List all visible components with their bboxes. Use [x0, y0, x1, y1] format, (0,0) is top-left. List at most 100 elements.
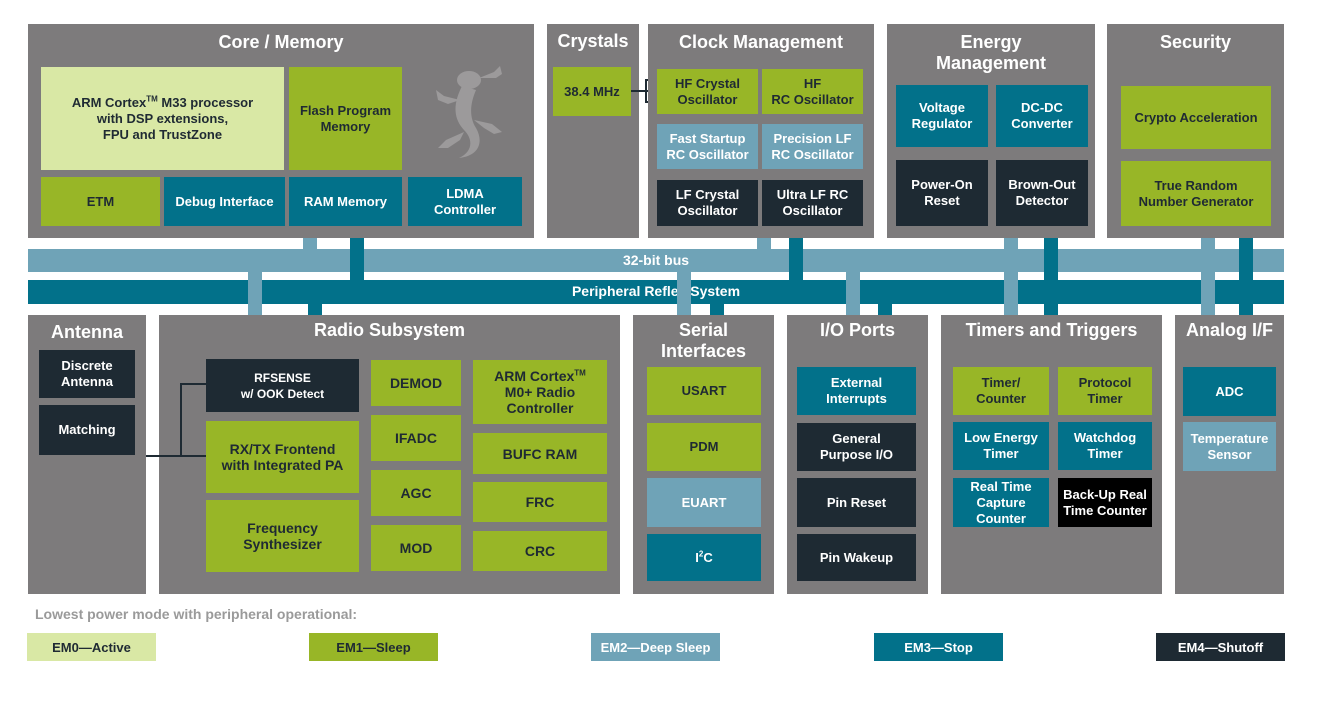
crystal-connector-line: [645, 79, 647, 103]
etm: ETM: [41, 177, 160, 226]
i2c-label-pre: I: [695, 549, 699, 565]
legend-em4: EM4—Shutoff: [1156, 633, 1285, 661]
connector: [1004, 272, 1018, 315]
hf-rc-oscillator: HF RC Oscillator: [762, 69, 863, 114]
arm-cortex-m0-radio-controller: ARM CortexTM M0+ Radio Controller: [473, 360, 607, 424]
connector: [789, 238, 803, 280]
precision-lf-rc-oscillator: Precision LF RC Oscillator: [762, 124, 863, 169]
panel-title: Clock Management: [678, 32, 844, 52]
cpu-label-post: M33 processor with DSP extensions, FPU a…: [96, 94, 254, 142]
connector: [757, 238, 771, 249]
legend-title: Lowest power mode with peripheral operat…: [35, 606, 358, 622]
cpu-label: ARM CortexTM M33 processor with DSP exte…: [72, 95, 253, 143]
timer-counter: Timer/ Counter: [953, 367, 1049, 415]
prs-label: Peripheral Reflex System: [571, 283, 741, 299]
debug-interface: Debug Interface: [164, 177, 285, 226]
antenna-connector-line: [180, 383, 182, 456]
protocol-timer: Protocol Timer: [1058, 367, 1152, 415]
crypto-acceleration: Crypto Acceleration: [1121, 86, 1271, 149]
pin-wakeup: Pin Wakeup: [797, 534, 916, 581]
ldma-controller: LDMA Controller: [408, 177, 522, 226]
legend-em0: EM0—Active: [27, 633, 156, 661]
panel-title: Security: [1159, 32, 1232, 52]
panel-title: Antenna: [51, 322, 123, 342]
true-random-number-generator: True Random Number Generator: [1121, 161, 1271, 226]
watchdog-timer: Watchdog Timer: [1058, 422, 1152, 470]
power-on-reset: Power-On Reset: [896, 160, 988, 226]
agc: AGC: [371, 470, 461, 516]
back-up-real-time-counter: Back-Up Real Time Counter: [1058, 478, 1152, 527]
i2c-label-sup: 2: [698, 549, 704, 559]
antenna-connector-line: [146, 455, 206, 457]
temperature-sensor: Temperature Sensor: [1183, 422, 1276, 471]
i2c-label-post: C: [703, 549, 713, 565]
matching: Matching: [39, 405, 135, 455]
m0-label: ARM CortexTM M0+ Radio Controller: [494, 368, 586, 416]
crc: CRC: [473, 531, 607, 571]
adc: ADC: [1183, 367, 1276, 416]
crystals-panel: Crystals: [547, 24, 639, 238]
connector: [1201, 272, 1215, 315]
bufc-ram: BUFC RAM: [473, 433, 607, 474]
connector: [1201, 238, 1215, 249]
real-time-capture-counter: Real Time Capture Counter: [953, 478, 1049, 527]
panel-title: Timers and Triggers: [965, 320, 1138, 340]
panel-title: I/O Ports: [819, 320, 895, 340]
panel-title: Energy Management: [935, 32, 1047, 73]
crystal-connector-line: [631, 90, 657, 92]
ultra-lf-rc-oscillator: Ultra LF RC Oscillator: [762, 180, 863, 226]
antenna-connector-line: [180, 383, 206, 385]
general-purpose-io: General Purpose I/O: [797, 423, 916, 471]
i2c: I2C: [647, 534, 761, 581]
i2c-label: I2C: [695, 550, 712, 566]
peripheral-reflex-system: Peripheral Reflex System: [28, 280, 1284, 304]
ifadc: IFADC: [371, 415, 461, 461]
connector: [710, 304, 724, 315]
fast-startup-rc-oscillator: Fast Startup RC Oscillator: [657, 124, 758, 169]
cpu-label-pre: ARM Cortex: [71, 94, 147, 110]
lf-crystal-oscillator: LF Crystal Oscillator: [657, 180, 758, 226]
ram-memory: RAM Memory: [289, 177, 402, 226]
arm-cortex-m33-processor: ARM CortexTM M33 processor with DSP exte…: [41, 67, 284, 170]
32-bit-bus-label: 32-bit bus: [622, 252, 690, 268]
connector: [308, 304, 322, 315]
connector: [1044, 304, 1058, 315]
connector: [1044, 238, 1058, 280]
rfsense-ook-detect: RFSENSE w/ OOK Detect: [206, 359, 359, 412]
pdm: PDM: [647, 423, 761, 471]
cpu-label-tm: TM: [146, 94, 158, 104]
connector: [846, 272, 860, 315]
m0-label-pre: ARM Cortex: [494, 368, 575, 384]
connector: [1239, 304, 1253, 315]
hf-crystal-oscillator: HF Crystal Oscillator: [657, 69, 758, 114]
32-bit-bus: 32-bit bus: [28, 249, 1284, 272]
demod: DEMOD: [371, 360, 461, 406]
low-energy-timer: Low Energy Timer: [953, 422, 1049, 470]
external-interrupts: External Interrupts: [797, 367, 916, 415]
gecko-logo-icon: [436, 66, 502, 158]
connector: [303, 238, 317, 249]
usart: USART: [647, 367, 761, 415]
pin-reset: Pin Reset: [797, 478, 916, 527]
m0-label-post: M0+ Radio Controller: [504, 384, 576, 416]
legend-em3: EM3—Stop: [874, 633, 1003, 661]
euart: EUART: [647, 478, 761, 527]
m0-label-tm: TM: [574, 368, 586, 378]
frequency-synthesizer: Frequency Synthesizer: [206, 500, 359, 572]
flash-program-memory: Flash Program Memory: [289, 67, 402, 170]
panel-title: Serial Interfaces: [660, 320, 747, 361]
panel-title: Analog I/F: [1186, 320, 1273, 340]
crystal-38-4-mhz: 38.4 MHz: [553, 67, 631, 116]
rx-tx-frontend: RX/TX Frontend with Integrated PA: [206, 421, 359, 493]
mod: MOD: [371, 525, 461, 571]
brown-out-detector: Brown-Out Detector: [996, 160, 1088, 226]
panel-title: Radio Subsystem: [313, 320, 466, 340]
connector: [248, 272, 262, 315]
connector: [1004, 238, 1018, 249]
frc: FRC: [473, 482, 607, 522]
legend-em1: EM1—Sleep: [309, 633, 438, 661]
legend-em2: EM2—Deep Sleep: [591, 633, 720, 661]
panel-title: Crystals: [557, 31, 629, 51]
dc-dc-converter: DC-DC Converter: [996, 85, 1088, 147]
connector: [677, 272, 691, 315]
